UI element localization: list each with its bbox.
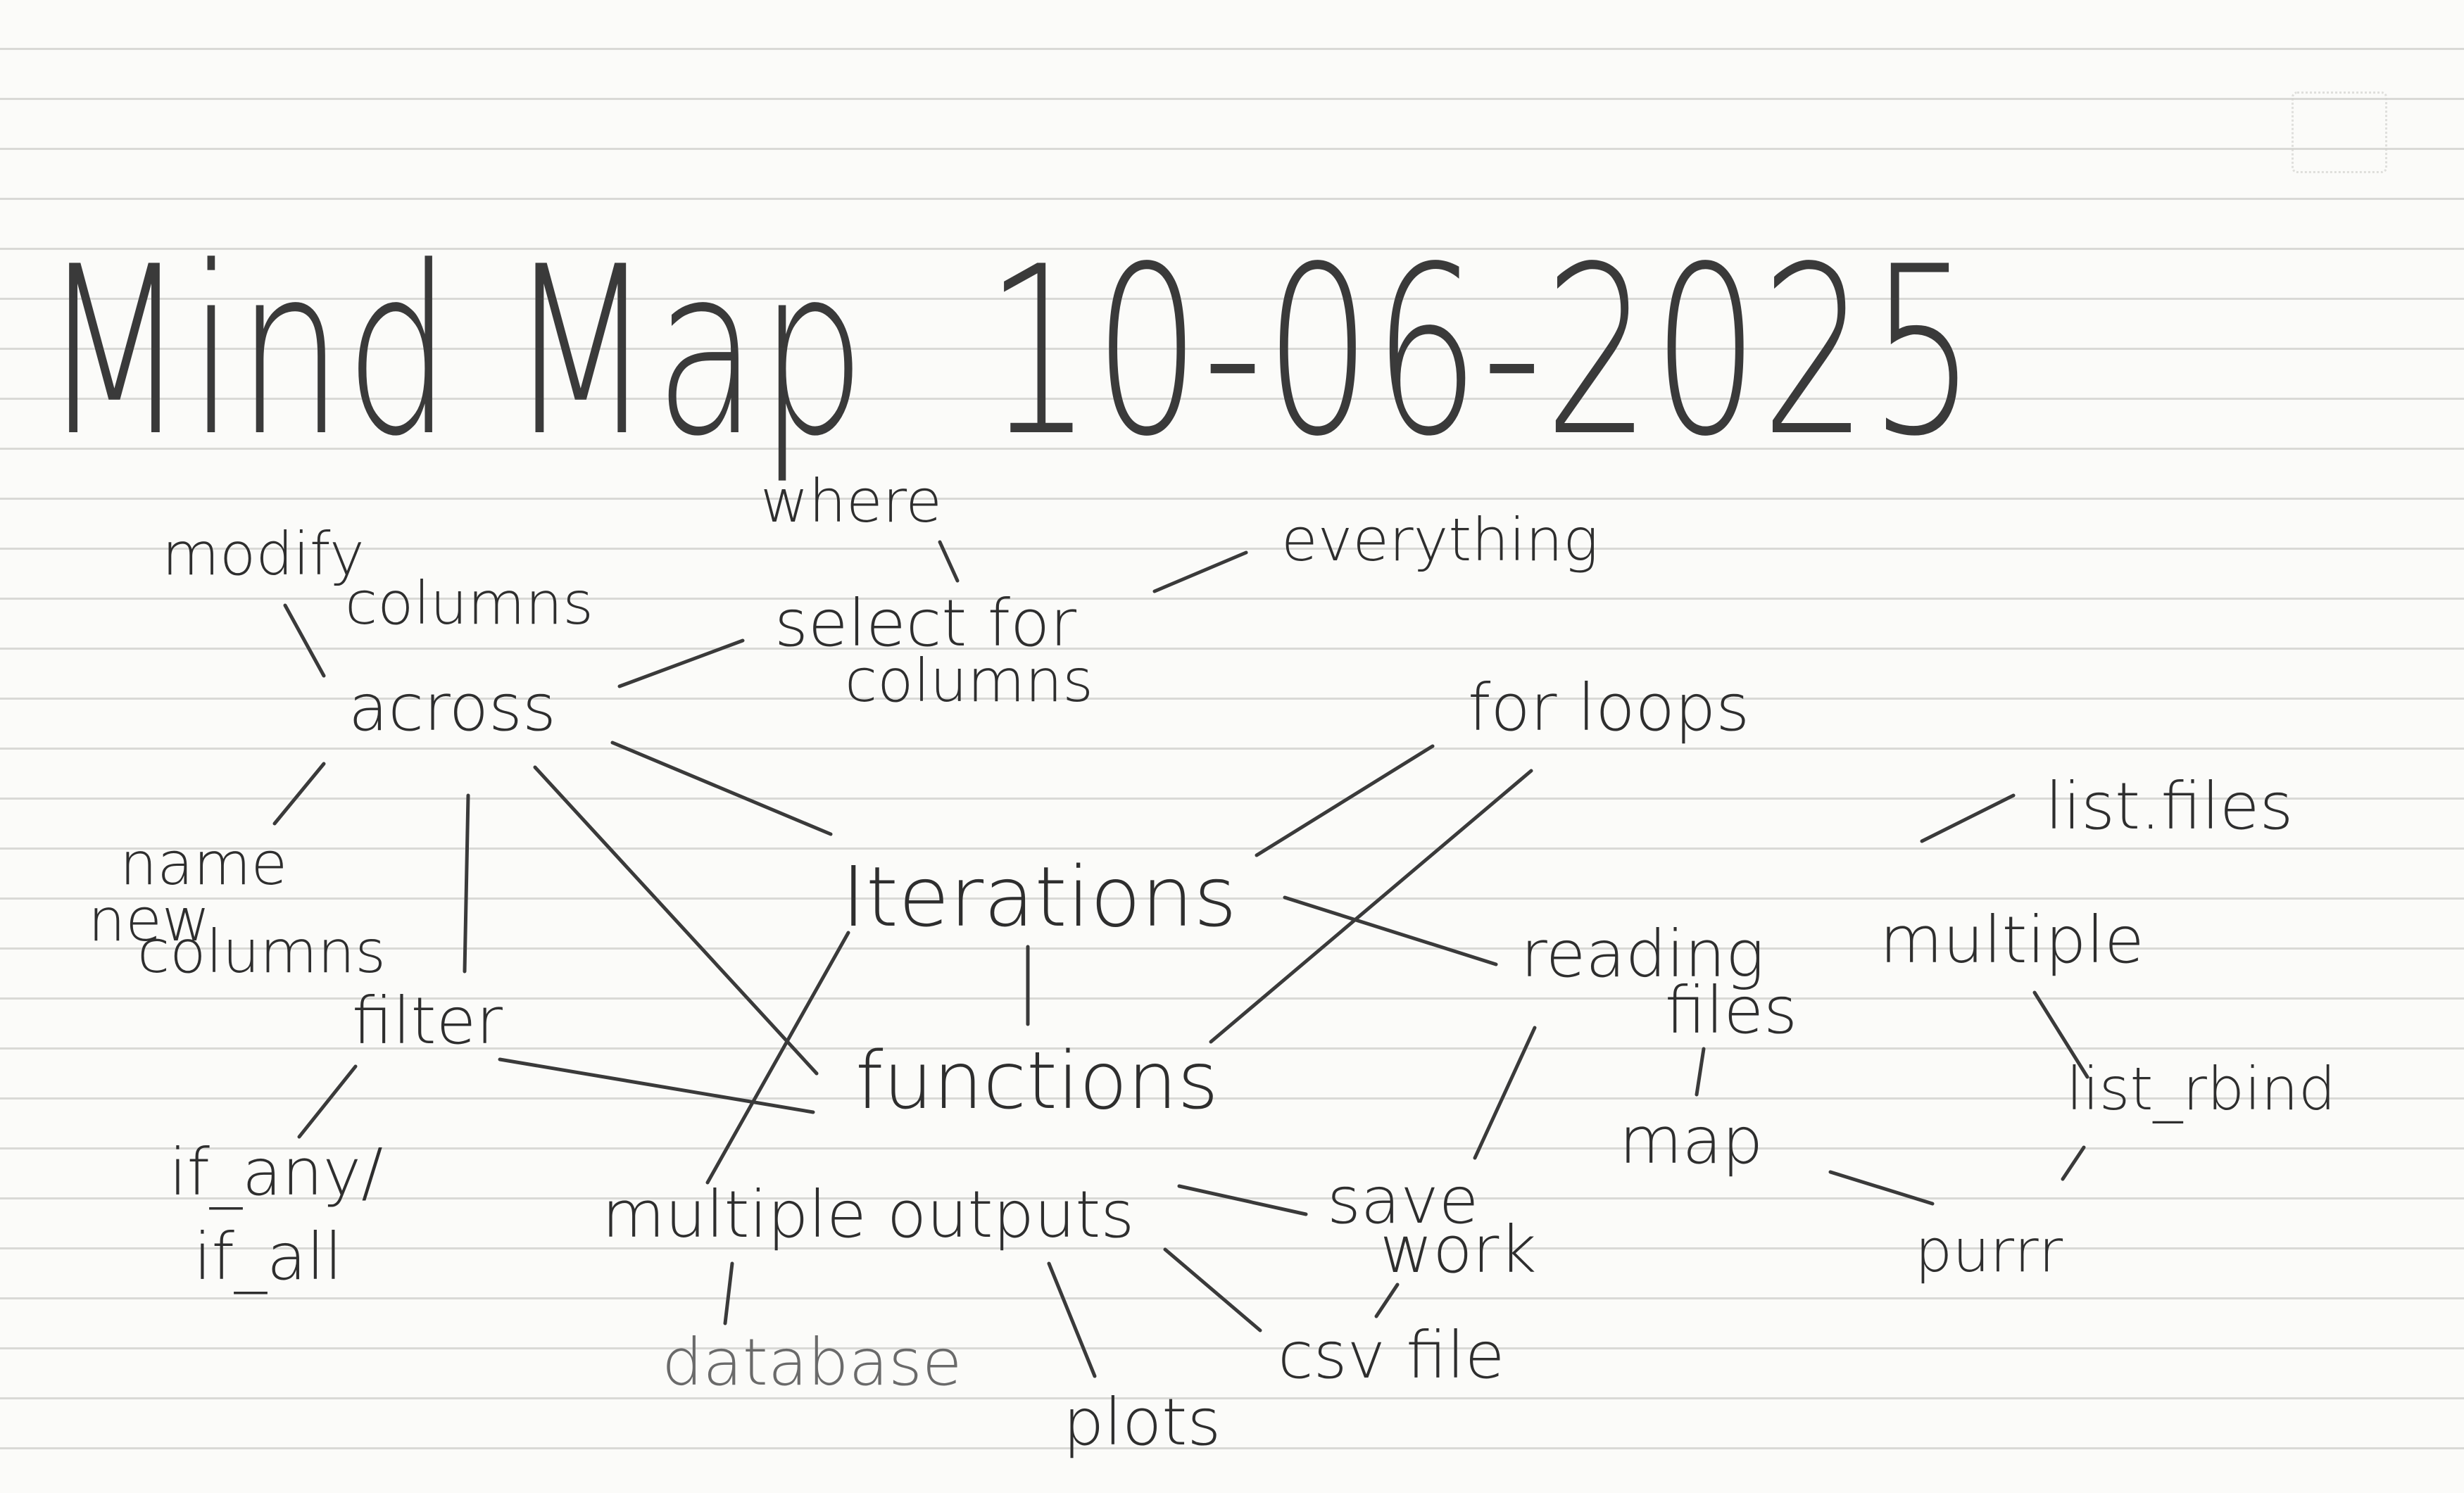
node-database: database bbox=[662, 1325, 962, 1400]
link-map-purrr bbox=[1828, 1170, 1935, 1206]
node-across: across bbox=[348, 670, 556, 745]
node-reading: reading bbox=[1521, 916, 1765, 992]
link-reading-save bbox=[1473, 1026, 1537, 1160]
node-list-files: list.files bbox=[2045, 769, 2294, 844]
link-across-select bbox=[617, 638, 745, 688]
node-work: work bbox=[1380, 1212, 1537, 1287]
node-multiple-outputs: multiple outputs bbox=[602, 1177, 1135, 1252]
node-new-columns: columns bbox=[137, 917, 386, 986]
link-filter-functions bbox=[498, 1057, 815, 1114]
link-listrbind-purrr bbox=[2061, 1145, 2086, 1181]
link-outputs-csv bbox=[1163, 1247, 1262, 1333]
node-modify: modify bbox=[162, 519, 365, 588]
node-select-for: select for bbox=[774, 586, 1077, 661]
page-title: Mind Map bbox=[42, 217, 868, 487]
link-across-functions bbox=[533, 765, 819, 1076]
node-select-columns: columns bbox=[845, 646, 1093, 715]
node-iterations: Iterations bbox=[841, 848, 1237, 945]
link-outputs-database bbox=[723, 1261, 734, 1325]
node-new: new bbox=[88, 886, 210, 955]
node-if-any: if_any/ bbox=[169, 1135, 384, 1210]
node-map: map bbox=[1619, 1103, 1764, 1178]
link-outputs-plots bbox=[1047, 1261, 1097, 1378]
node-csv-file: csv file bbox=[1278, 1318, 1505, 1393]
link-forloops-functions bbox=[1209, 769, 1533, 1044]
node-functions: functions bbox=[855, 1035, 1219, 1127]
corner-mark bbox=[2292, 92, 2387, 173]
link-across-filter bbox=[463, 793, 470, 974]
node-everything: everything bbox=[1281, 505, 1599, 574]
link-where-select bbox=[938, 540, 960, 583]
link-across-iterations bbox=[610, 741, 833, 836]
node-files: files bbox=[1665, 973, 1798, 1048]
link-across-name bbox=[272, 762, 326, 826]
link-outputs-save bbox=[1177, 1184, 1308, 1216]
node-multiple: multiple bbox=[1880, 902, 2144, 978]
node-columns: columns bbox=[345, 569, 593, 638]
link-iterations-reading bbox=[1283, 895, 1498, 966]
node-where: where bbox=[760, 467, 942, 536]
link-filter-ifany bbox=[297, 1064, 358, 1139]
link-modify-across bbox=[283, 603, 326, 678]
node-if-all: if_all bbox=[194, 1219, 343, 1294]
link-reading-map bbox=[1695, 1047, 1706, 1097]
link-iterations-forloops bbox=[1255, 744, 1435, 857]
node-purrr: purrr bbox=[1915, 1216, 2063, 1285]
node-plots: plots bbox=[1063, 1385, 1221, 1460]
link-iterations-outputs bbox=[705, 931, 850, 1185]
link-work-csv bbox=[1374, 1283, 1400, 1318]
node-list-rbind: list_rbind bbox=[2066, 1054, 2337, 1123]
node-for-loops: for loops bbox=[1468, 670, 1750, 745]
node-name: name bbox=[120, 829, 288, 898]
link-everything-select bbox=[1152, 550, 1248, 593]
node-filter: filter bbox=[352, 983, 503, 1059]
link-multiple-listrbind bbox=[2032, 990, 2089, 1079]
node-save: save bbox=[1327, 1163, 1479, 1238]
date-text: 10-06-2025 bbox=[986, 217, 1978, 487]
link-multiple-listfiles bbox=[1920, 793, 2016, 843]
